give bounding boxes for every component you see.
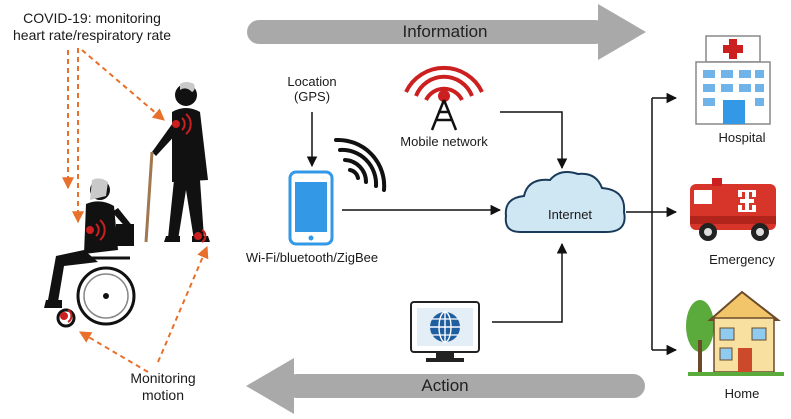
wheelchair-user-foot-signal — [60, 309, 73, 323]
monitoring-line1: Monitoring — [130, 370, 196, 386]
wireless-signal-icon — [334, 137, 387, 192]
wireless-protocols-label: Wi-Fi/bluetooth/ZigBee — [245, 250, 379, 265]
information-arrow — [247, 4, 646, 60]
home-icon — [686, 290, 784, 376]
emergency-label: Emergency — [709, 252, 775, 267]
monitoring-line2: motion — [141, 387, 185, 403]
location-line2: (GPS) — [293, 89, 331, 104]
ambulance-icon — [690, 178, 776, 241]
wheelchair-user-icon — [44, 178, 136, 328]
covid-title-line1: COVID-19: monitoring — [23, 10, 161, 26]
mobile-network-label: Mobile network — [400, 134, 488, 149]
location-line1: Location — [287, 74, 337, 89]
standing-person-foot-signal — [194, 229, 207, 243]
mobile-network-to-internet-arrow — [500, 111, 568, 170]
hospital-label: Hospital — [718, 130, 766, 145]
cell-tower-icon — [404, 65, 484, 131]
location-label: Location (GPS) — [272, 74, 352, 104]
home-label: Home — [724, 386, 760, 401]
action-arrow — [246, 358, 645, 414]
action-label: Action — [421, 376, 469, 395]
internet-label: Internet — [547, 207, 593, 222]
covid-title-line2: heart rate/respiratory rate — [13, 27, 171, 43]
computer-to-internet-arrow — [492, 242, 568, 323]
standing-person-heart-signal — [172, 113, 192, 135]
hospital-icon — [695, 35, 771, 125]
monitoring-motion-label: Monitoring motion — [108, 370, 218, 404]
monitoring-dashed-arrows — [62, 48, 209, 373]
smartphone-icon — [288, 170, 334, 246]
information-label: Information — [402, 22, 488, 41]
covid-title: COVID-19: monitoring heart rate/respirat… — [2, 10, 182, 44]
wheelchair-user-heart-signal — [86, 219, 106, 241]
internet-cloud-icon — [504, 171, 626, 233]
internet-to-destinations-arrows — [626, 92, 678, 356]
standing-person-icon — [144, 82, 210, 243]
computer-monitor-icon — [410, 301, 480, 362]
